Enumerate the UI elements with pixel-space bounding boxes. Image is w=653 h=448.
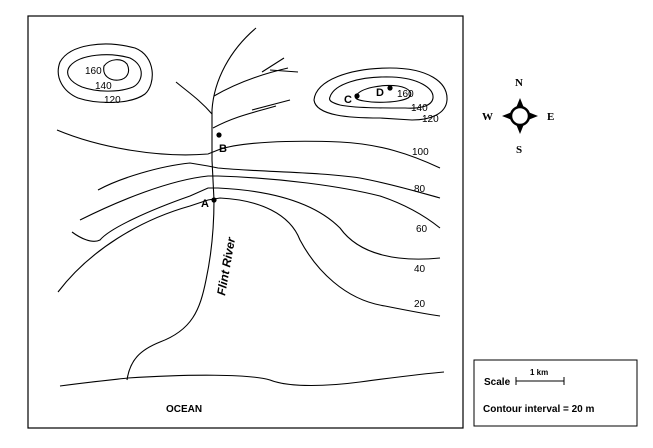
contour-label-40: 40 <box>414 264 426 275</box>
point-a-marker <box>211 197 217 203</box>
point-a-label: A <box>201 198 209 210</box>
contour-label-160-right: 160 <box>397 89 414 100</box>
right-hill: C D 160 140 120 <box>313 67 448 125</box>
contour-label-80: 80 <box>414 184 426 195</box>
ocean-label: OCEAN <box>166 404 202 415</box>
contour-line-160-right-hill <box>354 84 412 103</box>
contour-line-80b <box>79 175 441 229</box>
contour-label-120-right: 120 <box>422 114 439 125</box>
point-c-marker <box>354 93 360 99</box>
contour-label-60: 60 <box>416 224 428 235</box>
scale-distance-label: 1 km <box>530 368 548 377</box>
point-b-marker <box>216 132 222 138</box>
contour-line-40 <box>57 197 441 317</box>
coastline <box>59 371 445 387</box>
compass-label-w: W <box>482 111 493 123</box>
contour-line-140-right-hill <box>329 76 434 109</box>
river-tributary-middle-right <box>212 105 277 129</box>
compass-arrow-west <box>502 112 512 120</box>
legend-frame <box>473 359 638 427</box>
contour-label-160-left: 160 <box>85 66 102 77</box>
compass-arrow-south <box>516 124 524 134</box>
contour-label-140-left: 140 <box>95 81 112 92</box>
contour-line-120-left-hill <box>57 43 153 103</box>
compass-rose: N S W E <box>482 77 554 156</box>
river-name-label: Flint River <box>214 235 238 297</box>
river-tributary-upper-right <box>213 67 289 97</box>
left-hill: 160 140 120 <box>57 43 153 106</box>
river-tributary-fork-c <box>251 99 291 111</box>
contour-interval-label: Contour interval = 20 m <box>483 404 595 415</box>
point-d-label: D <box>376 87 384 99</box>
map-frame <box>27 15 464 429</box>
compass-label-e: E <box>547 111 554 123</box>
contour-line-160-left-hill <box>103 59 130 81</box>
compass-label-s: S <box>516 144 522 156</box>
compass-arrow-east <box>528 112 538 120</box>
contour-line-100 <box>56 129 441 169</box>
contour-line-120-right-hill <box>313 67 448 121</box>
contour-label-100: 100 <box>412 147 429 158</box>
compass-arrow-north <box>516 98 524 108</box>
river-tributary-left <box>175 81 213 115</box>
contour-line-60 <box>71 187 441 260</box>
point-b-label: B <box>219 143 227 155</box>
river-tributary-fork-b <box>269 69 299 73</box>
contour-line-80 <box>97 162 441 199</box>
map-legend: Scale 1 km Contour interval = 20 m <box>473 359 638 427</box>
contour-label-20: 20 <box>414 299 426 310</box>
valley-contours <box>56 129 441 317</box>
compass-label-n: N <box>515 77 523 89</box>
compass-ring <box>509 105 531 127</box>
point-c-label: C <box>344 94 352 106</box>
point-d-marker <box>387 85 393 91</box>
river-tributary-fork-a <box>261 57 285 73</box>
flint-river: A B Flint River <box>126 27 299 381</box>
contour-label-140-right: 140 <box>411 103 428 114</box>
scale-label: Scale <box>484 377 511 388</box>
contour-line-140-left-hill <box>67 54 142 92</box>
river-main-channel <box>126 27 257 381</box>
contour-label-120-left: 120 <box>104 95 121 106</box>
